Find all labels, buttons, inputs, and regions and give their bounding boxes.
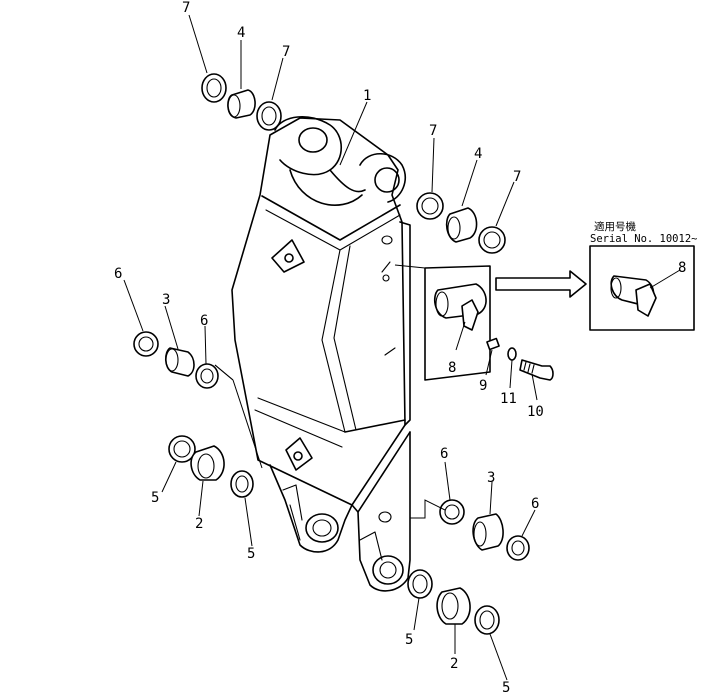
callout-9: 9 xyxy=(479,378,487,394)
callout-numbers: 7 4 7 1 7 4 7 6 3 6 5 2 5 8 9 11 10 8 6 … xyxy=(114,0,686,695)
callout-7: 7 xyxy=(282,44,290,60)
seal-part-7c xyxy=(416,192,444,220)
arrow-right-icon xyxy=(495,270,587,298)
callout-6: 6 xyxy=(114,266,122,282)
seal-part-5d xyxy=(474,605,500,635)
applicability-serial: Serial No. 10012~ xyxy=(590,233,697,245)
seal-part-7b xyxy=(256,101,282,131)
applicability-label-jp: 適用号機 xyxy=(594,220,636,233)
bushing-part-4 xyxy=(227,89,256,119)
right-lower-bushing-set-a xyxy=(439,499,530,561)
upper-right-bushing-set xyxy=(416,192,506,254)
callout-4: 4 xyxy=(237,25,245,41)
seal-part-7 xyxy=(201,73,227,103)
callout-2: 2 xyxy=(195,516,203,532)
left-middle-bushing-set xyxy=(133,331,219,389)
bushing-part-3a xyxy=(164,347,195,377)
serial-detail-box xyxy=(589,245,695,331)
callout-7: 7 xyxy=(429,123,437,139)
seal-part-5c xyxy=(407,569,433,599)
callout-5: 5 xyxy=(405,632,413,648)
callout-10: 10 xyxy=(527,404,544,420)
arm-body-part-1 xyxy=(214,115,411,592)
callout-5: 5 xyxy=(247,546,255,562)
bolt-part-10 xyxy=(519,359,554,381)
seal-part-6d xyxy=(506,535,530,561)
upper-left-bushing-set xyxy=(201,73,282,131)
callout-7: 7 xyxy=(513,169,521,185)
seal-part-5b xyxy=(230,470,254,498)
callout-11: 11 xyxy=(500,391,517,407)
callout-8: 8 xyxy=(678,260,686,276)
bushing-part-3b xyxy=(472,513,504,551)
callout-8: 8 xyxy=(448,360,456,376)
leader-lines xyxy=(123,14,681,681)
callout-5: 5 xyxy=(502,680,510,695)
callout-7: 7 xyxy=(182,0,190,16)
pin-assembly-box xyxy=(394,264,554,381)
callout-6: 6 xyxy=(531,496,539,512)
washer-part-11 xyxy=(507,347,517,361)
seal-part-6b xyxy=(195,363,219,389)
left-lower-bushing-set xyxy=(168,435,254,498)
callout-1: 1 xyxy=(363,88,371,104)
callout-3: 3 xyxy=(162,292,170,308)
callout-2: 2 xyxy=(450,656,458,672)
flanged-bushing-part-2b xyxy=(436,587,471,625)
callout-6: 6 xyxy=(440,446,448,462)
flanged-bushing-part-2a xyxy=(190,445,225,481)
callout-5: 5 xyxy=(151,490,159,506)
callout-4: 4 xyxy=(474,146,482,162)
callout-3: 3 xyxy=(487,470,495,486)
seal-part-6a xyxy=(133,331,159,357)
bolt-part-9 xyxy=(486,337,500,351)
right-lower-bushing-set-b xyxy=(407,569,500,635)
callout-6: 6 xyxy=(200,313,208,329)
seal-part-7d xyxy=(478,226,506,254)
seal-part-6c xyxy=(439,499,465,525)
seal-part-5a xyxy=(168,435,196,463)
